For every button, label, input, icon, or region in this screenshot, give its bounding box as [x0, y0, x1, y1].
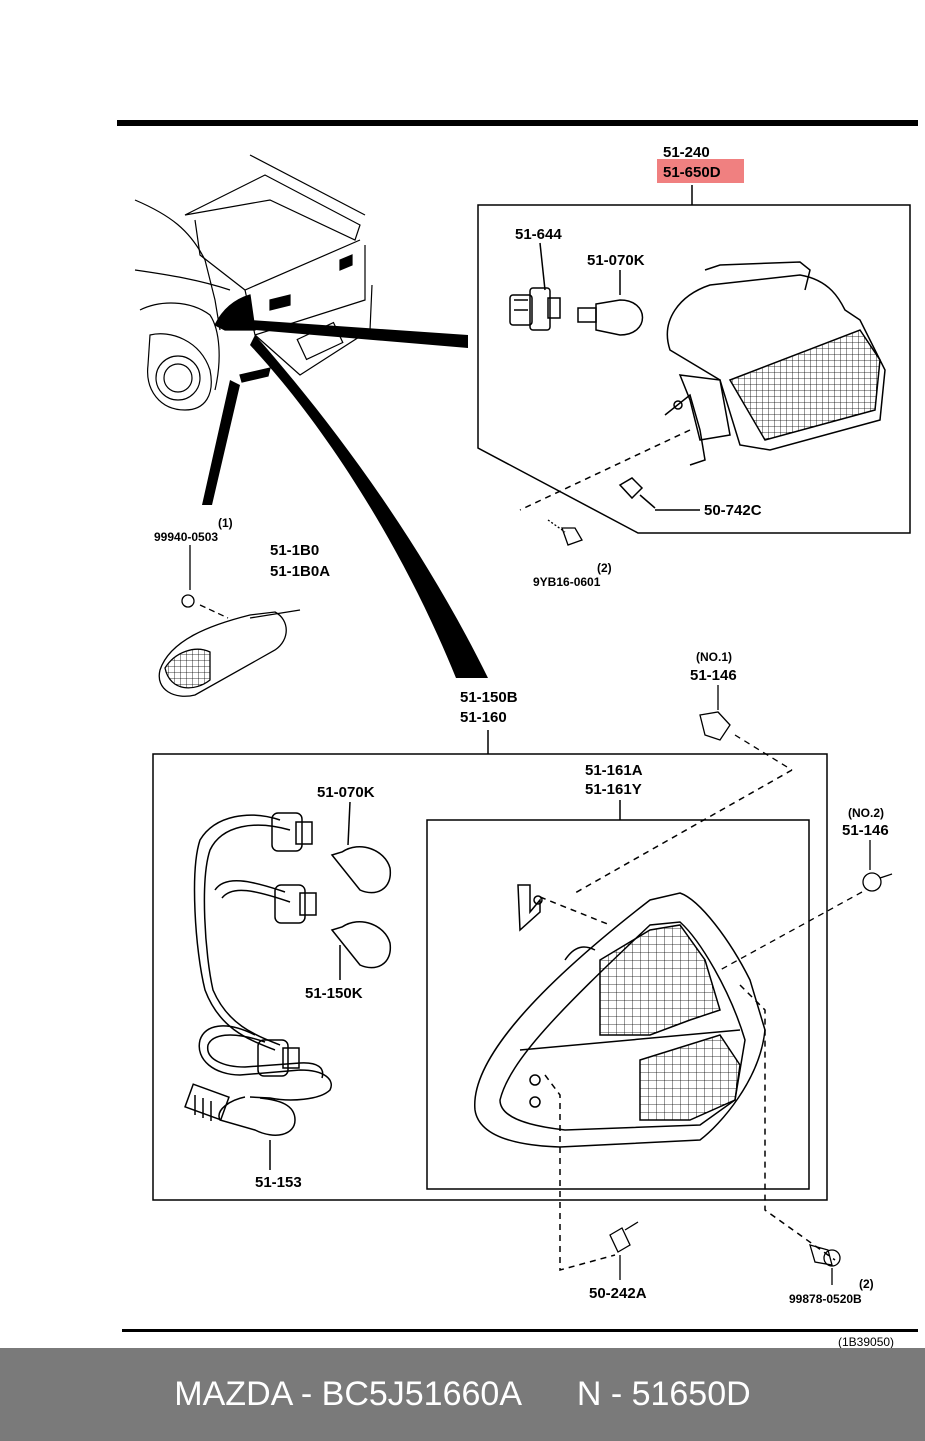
screw-50-742C — [618, 477, 700, 511]
label-51-070K-top: 51-070K — [587, 252, 645, 269]
bottom-rule — [122, 1329, 918, 1332]
label-9YB16-0601: 9YB16-0601 — [533, 575, 601, 589]
tail-lamp-assembly — [152, 730, 836, 1271]
label-51-240: 51-240 — [663, 144, 710, 161]
tail-lamp-lens — [474, 892, 766, 1148]
label-51-150B: 51-150B — [460, 689, 518, 706]
label-51-070K-bottom: 51-070K — [317, 784, 375, 801]
reverse-lamp-assembly — [477, 185, 911, 534]
label-50-742C: 50-742C — [704, 502, 762, 519]
diagram-svg: 51-240 51-650D 51-644 51-070K 50-742C (2… — [117, 120, 918, 1349]
bolt-99878-0520B — [809, 1244, 841, 1285]
top-rule — [117, 120, 918, 126]
clip-51-146-no2 — [719, 840, 893, 971]
parts-diagram: 51-240 51-650D 51-644 51-070K 50-742C (2… — [117, 120, 918, 1349]
footer-part-number: MAZDA - BC5J51660A — [174, 1375, 521, 1413]
label-99878-0520B: 99878-0520B — [789, 1292, 862, 1306]
tail-lamp-lens-box — [426, 819, 810, 1190]
label-no2: (NO.2) — [848, 806, 884, 820]
label-51-153: 51-153 — [255, 1174, 302, 1191]
bolt-9YB16-0601 — [547, 519, 583, 546]
highlight-51-650D — [657, 159, 744, 183]
label-51-644: 51-644 — [515, 226, 562, 243]
pointer-to-tail-lamp — [250, 335, 488, 678]
socket-51-644 — [509, 242, 561, 331]
bulb-51-070K-bottom — [330, 801, 391, 894]
reverse-lamp-housing — [664, 261, 886, 466]
tail-lamp-box — [152, 753, 828, 1201]
label-no1: (NO.1) — [696, 650, 732, 664]
footer-gap — [520, 1375, 577, 1413]
wiring-harness — [184, 812, 332, 1170]
label-9YB16-qty: (2) — [597, 561, 612, 575]
label-99940-0503: 99940-0503 — [154, 530, 218, 544]
bulb-51-070K-top — [577, 270, 644, 336]
footer-bar: MAZDA - BC5J51660A N - 51650D — [0, 1348, 925, 1441]
label-51-161Y: 51-161Y — [585, 781, 642, 798]
reverse-lamp-box — [477, 204, 911, 534]
footer-text: MAZDA - BC5J51660A N - 51650D — [0, 1348, 925, 1441]
label-99940-qty: (1) — [218, 516, 233, 530]
pointer-to-reverse-lamp — [250, 320, 468, 348]
label-50-242A: 50-242A — [589, 1285, 647, 1302]
label-51-150K: 51-150K — [305, 985, 363, 1002]
label-51-1B0: 51-1B0 — [270, 542, 319, 559]
screw-50-242A — [609, 1221, 639, 1280]
label-99878-qty: (2) — [859, 1277, 874, 1291]
reference-code: (1B39050) — [838, 1335, 894, 1348]
side-marker-lamp — [158, 545, 301, 697]
label-51-161A: 51-161A — [585, 762, 643, 779]
pointer-to-side-marker — [202, 380, 240, 505]
pointer-wedges — [202, 320, 488, 678]
label-51-1B0A: 51-1B0A — [270, 563, 330, 580]
car-rear-illustration — [134, 154, 373, 411]
label-51-146-no2: 51-146 — [842, 822, 889, 839]
clip-51-146-no1 — [699, 685, 793, 771]
label-51-146-no1: 51-146 — [690, 667, 737, 684]
label-51-160: 51-160 — [460, 709, 507, 726]
bulb-51-150K — [330, 921, 391, 980]
footer-oem-number: N - 51650D — [576, 1375, 751, 1413]
label-51-650D: 51-650D — [663, 164, 721, 181]
